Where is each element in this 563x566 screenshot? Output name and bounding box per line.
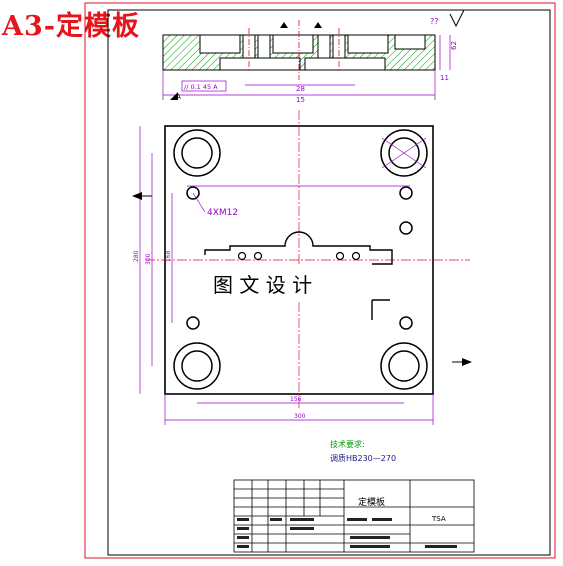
- part-name: 定模板: [358, 496, 385, 508]
- notes-heading: 技术要求:: [330, 439, 365, 449]
- pin-hole: [335, 251, 345, 261]
- pin-hole: [237, 251, 247, 261]
- section-arrow-right-icon: [314, 22, 322, 28]
- screw-hole: [399, 221, 413, 235]
- overlay-backdrop: [205, 266, 355, 300]
- title-block: [233, 479, 475, 553]
- datum-label: A: [176, 93, 181, 101]
- screw-hole: [186, 316, 200, 330]
- cavity-outline-lower: [371, 299, 390, 320]
- screw-hole: [399, 186, 413, 200]
- dim-hole-span-x: 156: [290, 396, 302, 403]
- view-arrow-left-icon: [132, 192, 142, 200]
- dim-label-4: 15: [296, 96, 305, 104]
- dim-side-y: 168: [165, 250, 172, 262]
- view-arrow-right-icon: [462, 358, 472, 366]
- part-code: TSA: [431, 515, 446, 523]
- dim-label-2: 28: [296, 85, 305, 93]
- datum-frame: [181, 80, 227, 92]
- section-view: 62 28 11 15 ?? // 0.1 45 A A: [162, 9, 465, 104]
- dim-overall-width: 300: [294, 413, 306, 420]
- dim-label-1: 62: [450, 41, 458, 50]
- outer-frame: [84, 2, 556, 559]
- section-arrow-left-icon: [280, 22, 288, 28]
- overlay-text: 图 文 设 计: [213, 273, 312, 297]
- guide-bore-top-right: [380, 129, 428, 177]
- screw-hole: [399, 316, 413, 330]
- pin-hole: [351, 251, 361, 261]
- guide-bore-bottom-right: [380, 342, 428, 390]
- datum-triangle-icon: [170, 92, 178, 100]
- datum-callout: // 0.1 45 A: [184, 83, 218, 91]
- page-title: A3-定模板: [2, 11, 140, 42]
- inner-frame: [107, 9, 551, 556]
- plan-view: 4XM12 图 文 设 计 300 156 280 300 168: [132, 110, 472, 425]
- pin-hole: [253, 251, 263, 261]
- title-block-fills: [237, 518, 457, 548]
- guide-bore-bottom-left: [173, 342, 221, 390]
- roughness-symbol: [449, 9, 465, 28]
- screw-hole: [186, 186, 200, 200]
- guide-bore-top-left: [173, 129, 221, 177]
- notes-line-1: 调质HB230—270: [330, 453, 396, 463]
- hole-note: 4XM12: [207, 208, 238, 218]
- roughness-mark: ??: [430, 17, 439, 26]
- dim-inner-y: 280: [133, 250, 140, 262]
- cavity-outline: [204, 231, 393, 265]
- dim-label-3: 11: [440, 74, 449, 82]
- dim-overall-height: 300: [145, 253, 152, 265]
